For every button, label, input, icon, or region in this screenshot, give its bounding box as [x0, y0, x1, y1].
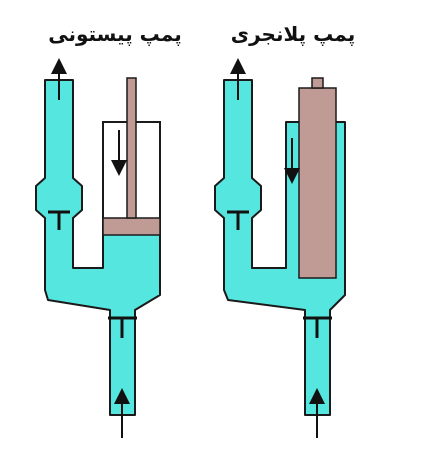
plunger-cap — [311, 77, 324, 89]
plunger-outlet-valve — [227, 210, 249, 230]
piston-pump-title: پمپ پیستونی — [48, 22, 182, 46]
piston-outlet-valve — [48, 210, 70, 230]
piston-outlet-pipe — [35, 79, 161, 416]
plunger-pump — [214, 58, 346, 438]
plunger — [298, 87, 337, 279]
plunger-pump-title: پمپ پلانجری — [230, 22, 356, 46]
plunger-inlet-valve — [303, 316, 332, 338]
piston-inlet-valve — [108, 316, 137, 338]
piston-chamber-fluid — [104, 235, 159, 295]
piston-head — [102, 217, 161, 236]
piston-rod — [126, 77, 137, 219]
piston-pump — [35, 58, 161, 438]
